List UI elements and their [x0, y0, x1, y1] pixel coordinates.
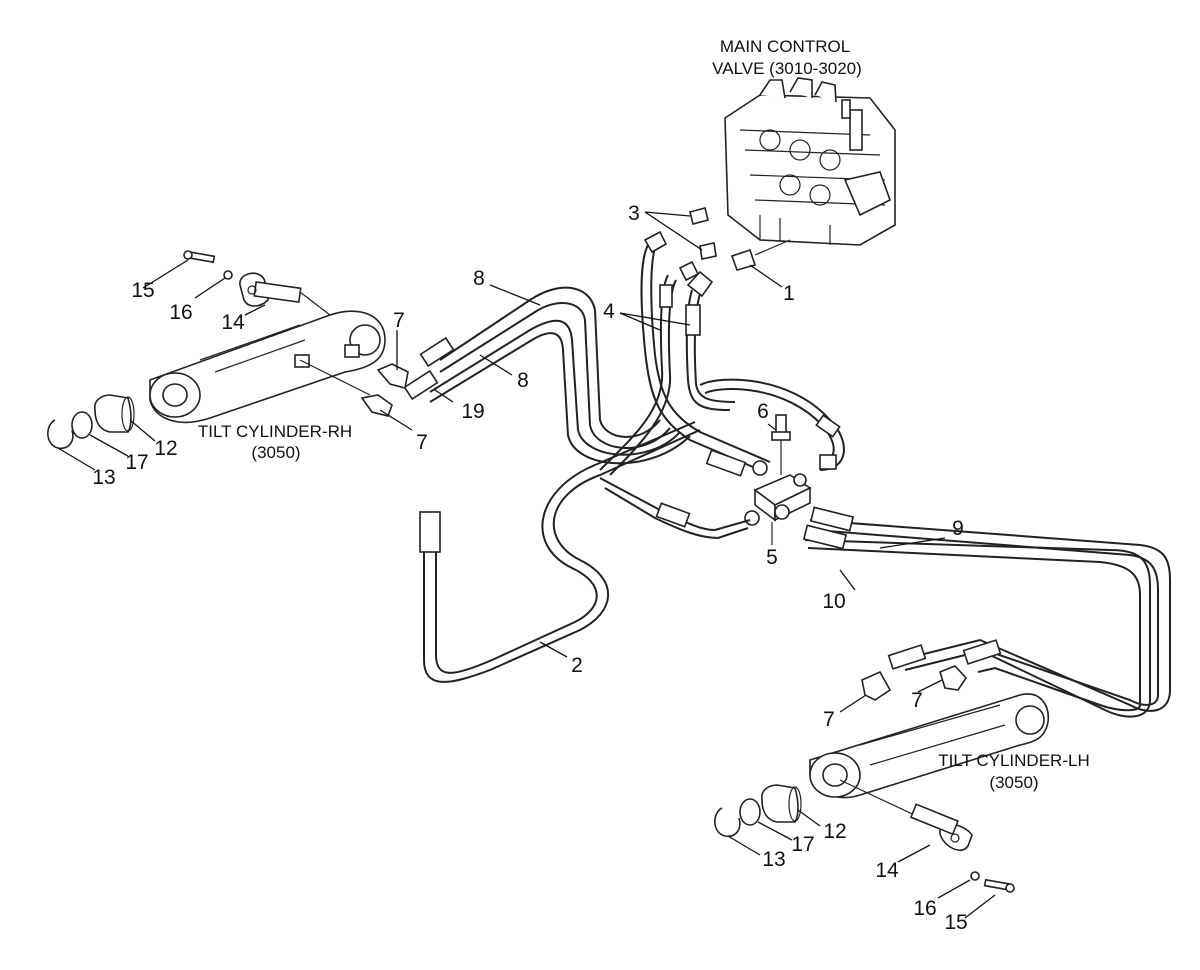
- callout-9: 9: [952, 517, 964, 540]
- tilt-lh-label-line2: (3050): [989, 773, 1038, 792]
- tilt-cylinder-rh: [149, 310, 386, 424]
- lh-fittings-7: [861, 665, 968, 701]
- tee-block-5: [744, 473, 812, 545]
- hose-bundle-4: [599, 230, 771, 476]
- callout-14-lh: 14: [875, 859, 899, 882]
- fitting-1: [730, 239, 791, 271]
- callout-labels: 1 2 3 4 5 6 7 7 7 7 8 8 9 10 12 12 13 13…: [92, 202, 967, 934]
- callout-8-lower: 8: [517, 369, 529, 392]
- callout-7-lh-left: 7: [823, 708, 835, 731]
- callout-15-rh: 15: [131, 279, 154, 302]
- hose-8-loop: [403, 286, 691, 465]
- callout-7-rh-top: 7: [393, 309, 405, 332]
- lh-bushing-12: [761, 784, 802, 823]
- callout-1: 1: [783, 282, 795, 305]
- callout-13-lh: 13: [762, 848, 785, 871]
- lh-bolt-15: [983, 878, 1015, 893]
- callout-13-rh: 13: [92, 466, 115, 489]
- lh-ring-17: [739, 798, 761, 826]
- hose-short-loop: [699, 378, 845, 471]
- rh-fittings-7: [360, 363, 409, 417]
- tilt-rh-label-line1: TILT CYLINDER-RH: [198, 422, 352, 441]
- callout-15-lh: 15: [944, 911, 967, 934]
- callout-14-rh: 14: [221, 311, 245, 334]
- callout-12-rh: 12: [154, 437, 177, 460]
- hose-2: [419, 421, 701, 683]
- callout-7-lh-right: 7: [911, 689, 923, 712]
- callout-16-lh: 16: [913, 897, 936, 920]
- leader-lines: [57, 211, 996, 919]
- rh-bolt-15: [183, 250, 216, 264]
- callout-10: 10: [822, 590, 845, 613]
- rh-pin-14: [239, 272, 331, 316]
- main-control-valve: [724, 77, 896, 246]
- callout-17-rh: 17: [125, 451, 148, 474]
- rh-washer-16: [223, 270, 233, 280]
- fittings-3: [689, 207, 717, 260]
- lh-washer-16: [970, 871, 980, 881]
- callout-6: 6: [757, 400, 769, 423]
- callout-8-upper: 8: [473, 267, 485, 290]
- tilt-rh-label-line2: (3050): [251, 443, 300, 462]
- callout-2: 2: [571, 654, 583, 677]
- tilt-lh-label-line1: TILT CYLINDER-LH: [938, 751, 1089, 770]
- callout-7-rh-bottom: 7: [416, 431, 428, 454]
- tilt-cylinder-lh: [809, 693, 1049, 821]
- rh-bushing-12: [94, 394, 135, 433]
- callout-5: 5: [766, 546, 778, 569]
- callout-3: 3: [628, 202, 640, 225]
- callout-16-rh: 16: [169, 301, 192, 324]
- hose-to-tee: [599, 449, 768, 540]
- valve-6: [771, 414, 791, 475]
- callout-4: 4: [603, 300, 615, 323]
- lh-pin-14: [909, 803, 973, 852]
- lh-snap-ring-13: [714, 807, 741, 838]
- callout-19: 19: [461, 400, 484, 423]
- main-valve-label-line2: VALVE (3010-3020): [712, 59, 862, 78]
- component-labels: MAIN CONTROL VALVE (3010-3020) TILT CYLI…: [198, 37, 1090, 792]
- hoses-9-10: [802, 506, 1171, 718]
- callout-17-lh: 17: [791, 833, 814, 856]
- rh-snap-ring-13: [47, 419, 74, 450]
- rh-ring-17: [71, 411, 93, 439]
- callout-12-lh: 12: [823, 820, 846, 843]
- main-valve-label-line1: MAIN CONTROL: [720, 37, 850, 56]
